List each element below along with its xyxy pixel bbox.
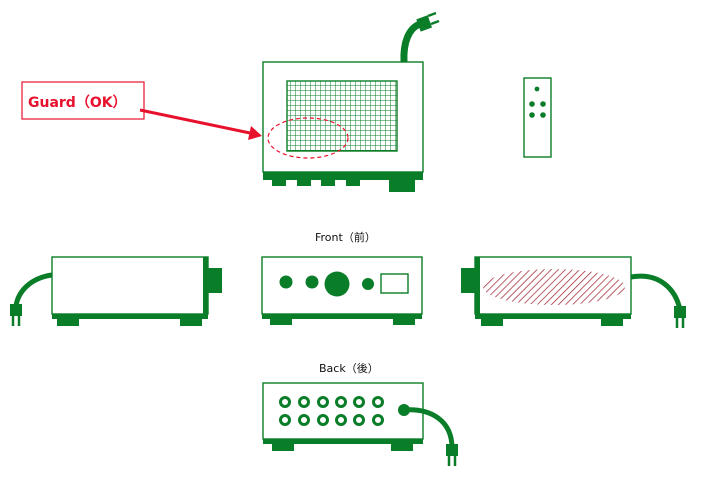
front-knob-small bbox=[279, 275, 293, 289]
front-view-device bbox=[261, 256, 423, 325]
front-knob-small bbox=[362, 278, 374, 290]
left-side-power-cable bbox=[13, 272, 53, 307]
front-view-label: Front（前） bbox=[315, 230, 376, 244]
right-side-power-plug-icon bbox=[674, 306, 686, 328]
back-view-foot bbox=[391, 443, 413, 451]
top-view-vent-grille bbox=[286, 80, 398, 152]
left-side-foot bbox=[57, 318, 79, 326]
right-side-view-device bbox=[461, 256, 686, 328]
guard-callout: Guard（OK） bbox=[21, 81, 262, 140]
right-side-foot bbox=[481, 318, 503, 326]
top-view-power-plug-icon bbox=[416, 11, 440, 32]
back-view-label: Back（後） bbox=[319, 361, 379, 375]
guard-callout-box bbox=[21, 81, 145, 120]
front-display-window bbox=[380, 273, 409, 294]
left-side-base-strip bbox=[52, 314, 208, 319]
left-side-knob bbox=[208, 268, 222, 293]
remote-control bbox=[523, 77, 552, 158]
top-view-power-cable bbox=[400, 20, 424, 66]
right-side-base-strip bbox=[475, 314, 631, 319]
back-view-connector-jacks bbox=[279, 396, 384, 426]
back-view-device bbox=[262, 382, 458, 466]
left-side-body bbox=[51, 256, 209, 315]
front-view-base-strip bbox=[262, 314, 422, 319]
left-side-view-device bbox=[10, 256, 222, 326]
right-side-power-cable bbox=[630, 273, 683, 311]
top-view-base-strip bbox=[263, 172, 423, 180]
back-view-power-cable bbox=[403, 407, 455, 449]
top-view-feet bbox=[272, 179, 415, 192]
guard-callout-arrow bbox=[139, 108, 251, 135]
top-view-device bbox=[262, 11, 440, 192]
back-view-base-strip bbox=[263, 439, 423, 444]
arrowhead-icon bbox=[248, 126, 262, 140]
right-side-hatched-area bbox=[483, 269, 625, 305]
left-side-power-plug-icon bbox=[10, 304, 22, 326]
front-view-controls bbox=[279, 271, 374, 297]
back-view-power-plug-icon bbox=[446, 444, 458, 466]
front-view-foot bbox=[270, 318, 292, 325]
right-side-knob bbox=[461, 268, 475, 293]
front-knob-small bbox=[305, 275, 319, 289]
front-view-foot bbox=[393, 318, 415, 325]
right-side-foot bbox=[601, 318, 623, 326]
left-side-foot bbox=[180, 318, 202, 326]
left-side-front-panel bbox=[203, 257, 208, 314]
back-view-foot bbox=[272, 443, 294, 451]
remote-buttons bbox=[529, 86, 546, 118]
front-knob-large bbox=[324, 271, 350, 297]
guard-callout-label: Guard（OK） bbox=[28, 95, 127, 111]
guard-highlight-ellipse bbox=[267, 117, 349, 159]
